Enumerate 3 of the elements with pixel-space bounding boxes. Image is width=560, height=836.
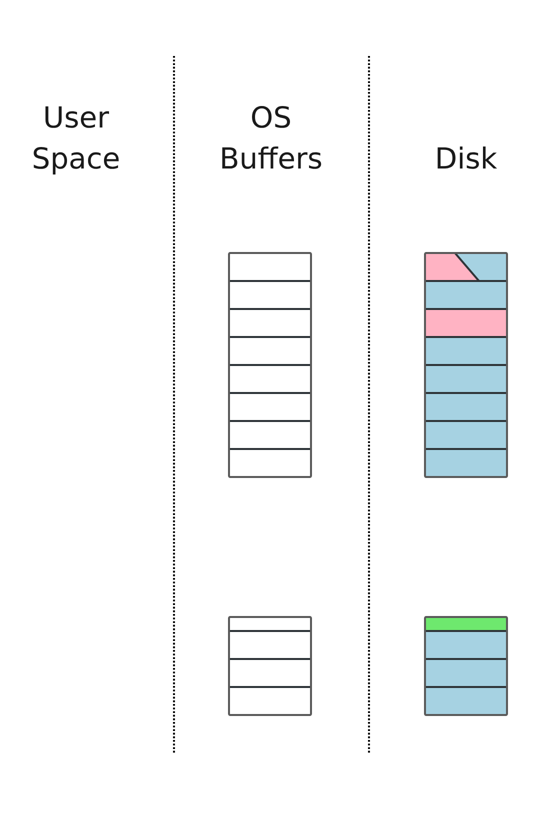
column-heading: Disk — [438, 146, 498, 169]
column-heading: OS Buffers — [222, 106, 322, 169]
column-heading: User Space — [34, 106, 119, 175]
